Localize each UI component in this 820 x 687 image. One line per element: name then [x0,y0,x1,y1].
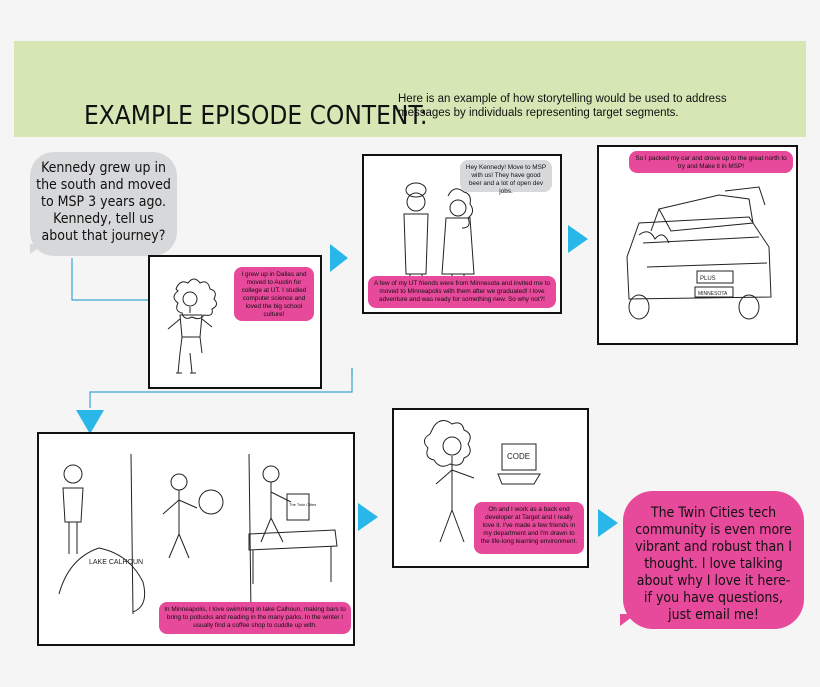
intro-question-bubble: Kennedy grew up in the south and moved t… [30,152,177,256]
connector-line-1 [71,258,150,301]
story-panel-3: So I packed my car and drove up to the g… [597,145,798,345]
flow-arrow-3 [76,410,104,434]
laptop-label: CODE [507,452,530,461]
kennedy-sketch [167,278,218,374]
intro-question-text: Kennedy grew up in the south and moved t… [36,160,171,244]
flow-arrow-2 [568,225,588,253]
closing-bubble: The Twin Cities tech community is even m… [623,491,804,629]
header-banner: EXAMPLE EPISODE CONTENT: Here is an exam… [14,41,806,137]
banner-description: Here is an example of how storytelling w… [398,93,727,119]
story-panel-1: I grew up in Dallas and moved to Austin … [148,255,322,389]
panel-4-caption: In Minneapolis, I love swimming in lake … [159,602,351,634]
story-panel-5: CODE Oh and I work as a back end develop… [392,408,589,568]
panel-2-caption: A few of my UT friends were from Minneso… [368,276,556,308]
panel-3-caption: So I packed my car and drove up to the g… [629,151,793,173]
closing-bubble-tail [620,614,636,626]
connector-line-2 [89,368,353,408]
panel-2-friends-bubble: Hey Kennedy! Move to MSP with us! They h… [460,160,552,195]
flow-arrow-5 [598,509,618,537]
minneapolis-life-sketch: LAKE CALHOUN The Twin Cities [58,453,338,615]
lake-label: LAKE CALHOUN [89,559,143,566]
license-plate-text: PLUS [700,276,716,282]
bumper-sticker-text: MINNESOTA [698,291,728,297]
story-panel-2: Hey Kennedy! Move to MSP with us! They h… [362,154,562,314]
developer-sketch: CODE [424,420,541,543]
panel-5-caption: Oh and I work as a back end developer at… [474,502,584,554]
flow-arrow-1 [330,244,348,272]
packed-car-sketch: PLUS MINNESOTA [626,186,772,320]
book-label: The Twin Cities [289,502,316,507]
intro-bubble-tail [30,244,44,254]
story-panel-4: LAKE CALHOUN The Twin Cities In Minneapo… [37,432,355,646]
flow-arrow-4 [358,503,378,531]
closing-text: The Twin Cities tech community is even m… [635,505,792,623]
banner-title: EXAMPLE EPISODE CONTENT: [84,101,428,131]
panel-1-caption: I grew up in Dallas and moved to Austin … [234,267,314,321]
